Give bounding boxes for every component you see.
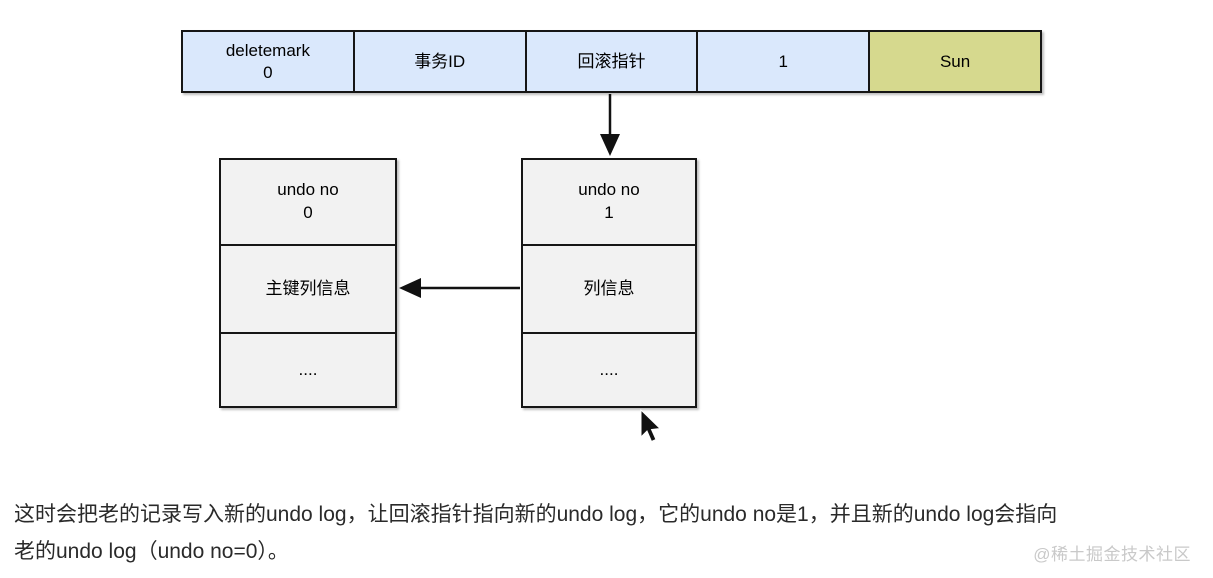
record-cell-column-value: Sun [870,32,1040,91]
column-info-row: 主键列信息 [221,246,395,334]
caption-line-1: 这时会把老的记录写入新的undo log，让回滚指针指向新的undo log，它… [14,503,1058,526]
undo-log-box-1: undo no 1 列信息 .... [521,158,697,408]
record-cell-label: deletemark [225,41,310,61]
column-info-label: 主键列信息 [265,278,351,298]
caption-paragraph: 这时会把老的记录写入新的undo log，让回滚指针指向新的undo log，它… [14,496,1199,570]
undo-no-label: undo no [578,180,640,200]
record-cell-label: Sun [939,51,971,71]
record-cell-label: 回滚指针 [577,51,646,71]
undo-no-row: undo no 0 [221,160,395,246]
watermark-label: @稀土掘金技术社区 [1033,545,1191,564]
arrow-rollback-to-undo1 [600,94,620,156]
undo-no-row: undo no 1 [523,160,695,246]
ellipsis-row: .... [221,334,395,406]
column-info-label: 列信息 [583,278,635,298]
undo-no-label: undo no [277,180,339,200]
record-row: deletemark 0 事务ID 回滚指针 1 Sun [181,30,1042,93]
record-cell-rollback-pointer: 回滚指针 [526,32,699,91]
undo-log-box-0: undo no 0 主键列信息 .... [219,158,397,408]
undo-no-value: 0 [303,203,313,222]
column-info-row: 列信息 [523,246,695,334]
arrow-undo1-to-undo0 [399,278,520,298]
record-cell-trx-id: 事务ID [354,32,527,91]
undo-no-value: 1 [604,203,614,222]
mouse-cursor-icon [640,408,662,443]
record-cell-deletemark: deletemark 0 [183,32,355,91]
record-cell-label: 事务ID [414,51,466,71]
record-cell-pk-value: 1 [698,32,871,91]
ellipsis-row: .... [523,334,695,406]
ellipsis-label: .... [298,359,318,379]
record-cell-label: 1 [778,51,789,71]
record-cell-value: 0 [263,62,273,82]
ellipsis-label: .... [599,359,619,379]
caption-line-2: 老的undo log（undo no=0）。 [14,540,289,563]
